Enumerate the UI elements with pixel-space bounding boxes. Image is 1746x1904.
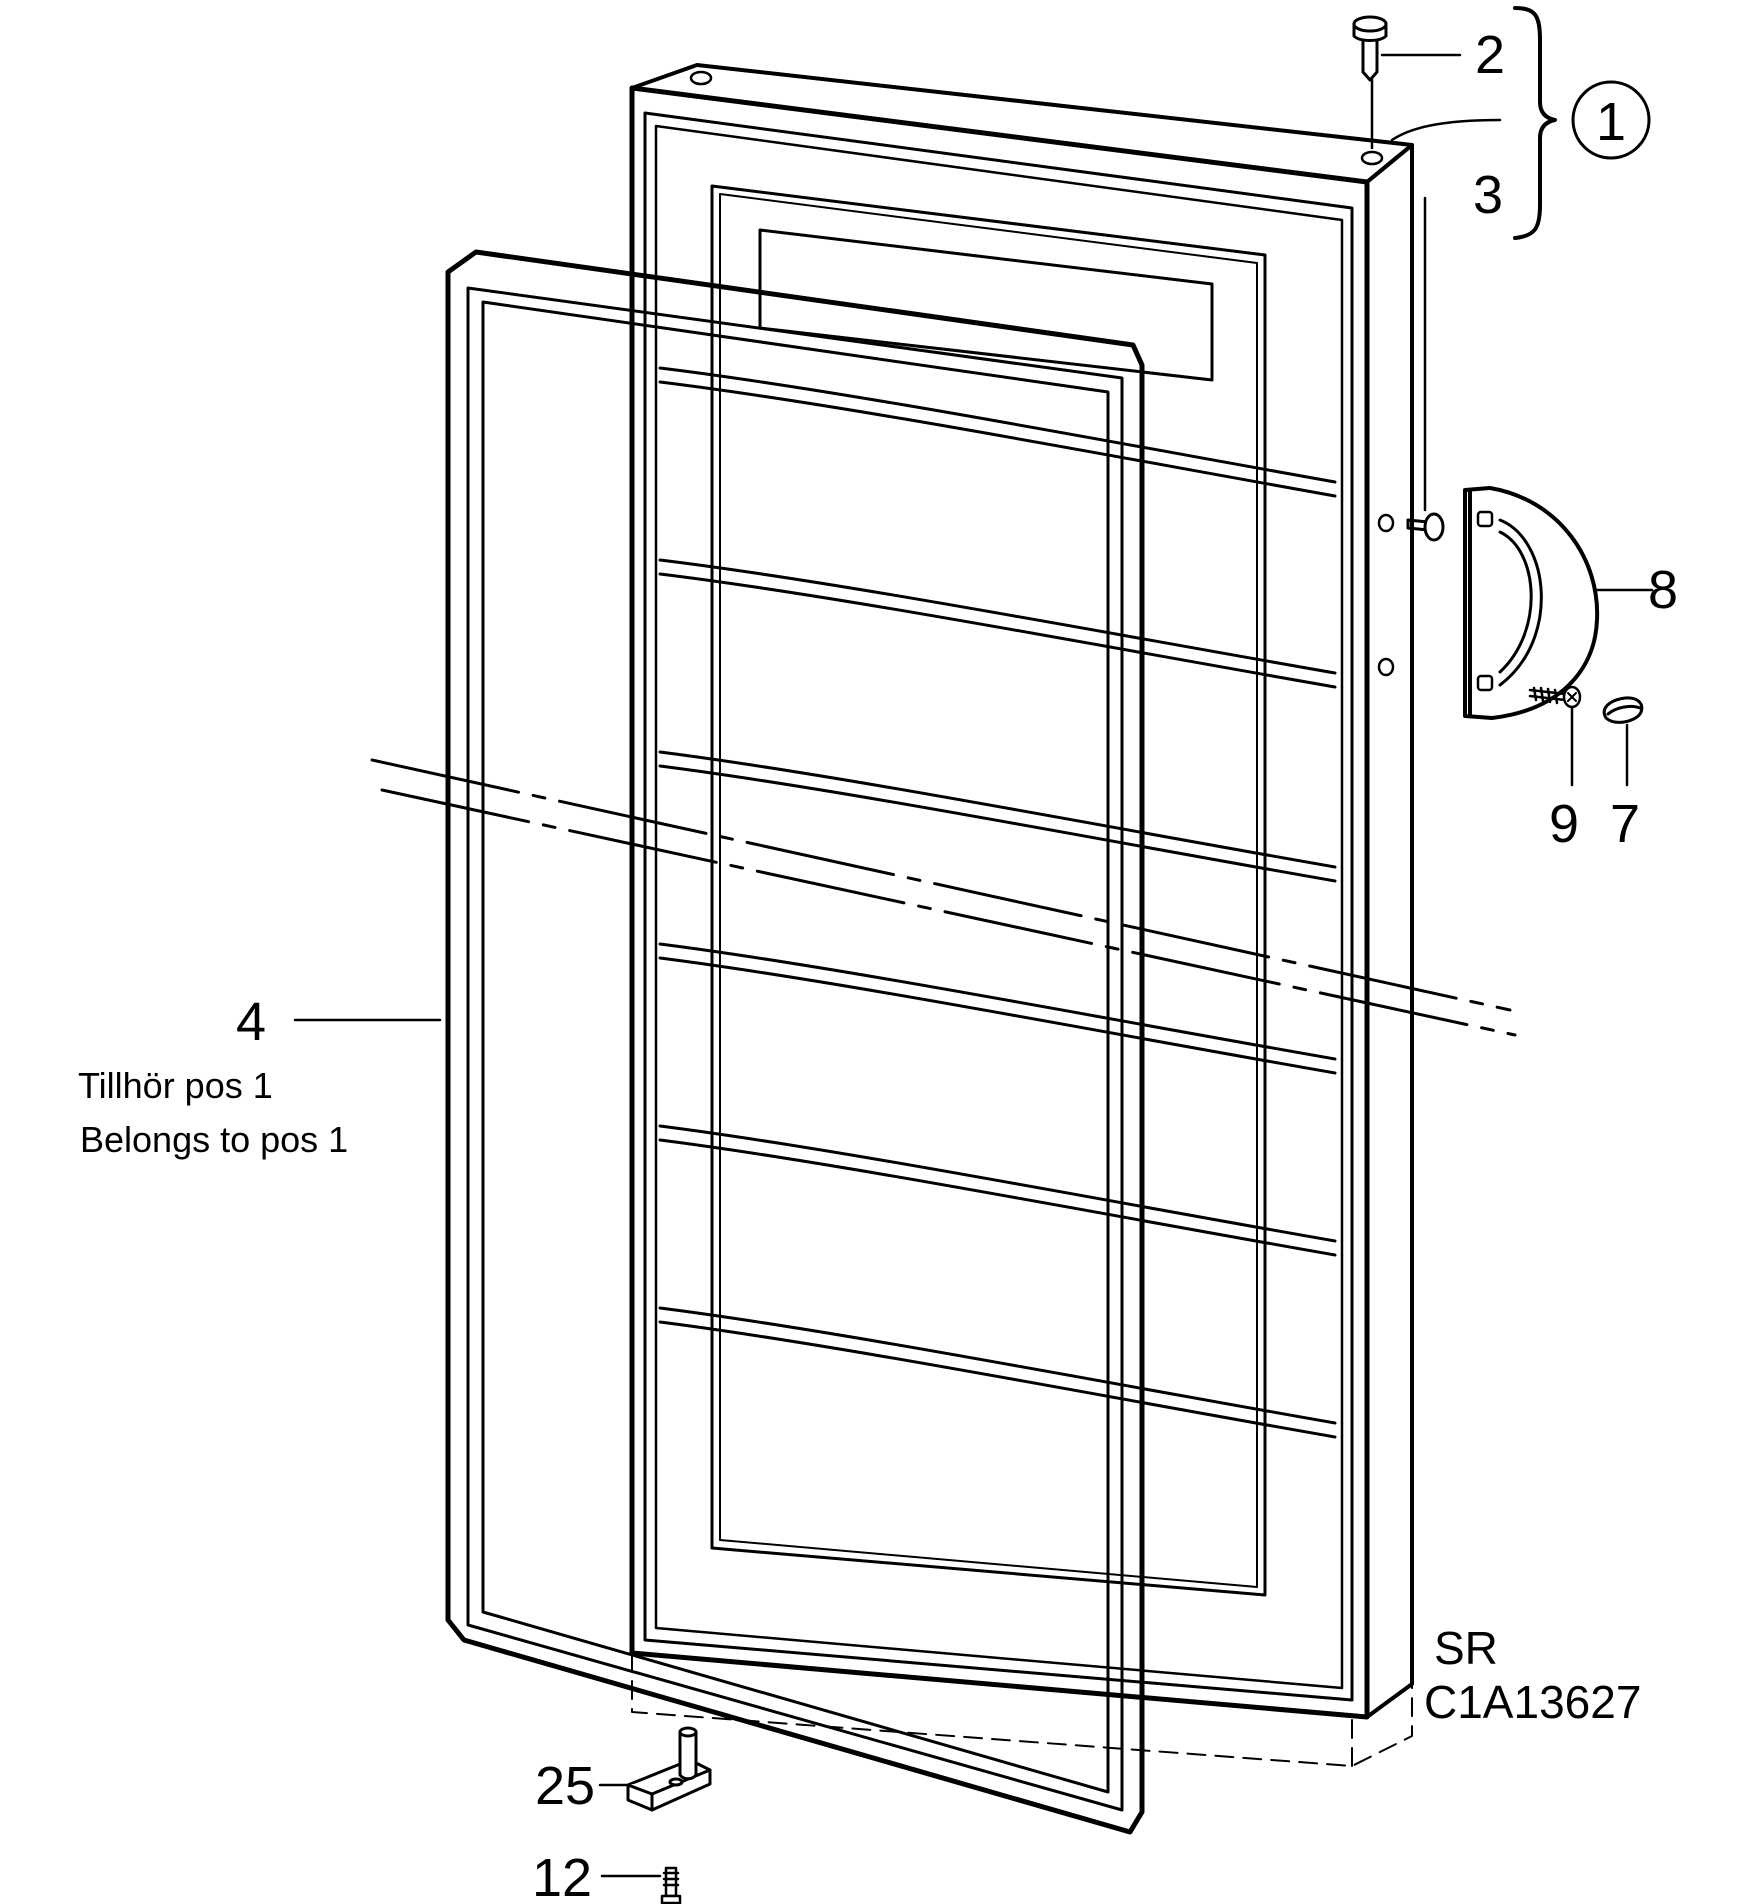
door-handle-part-8 xyxy=(1463,486,1600,720)
cap-part-7 xyxy=(1602,696,1644,724)
group-brace xyxy=(1513,6,1557,240)
label-part-1: 1 xyxy=(1596,92,1626,152)
label-part-7: 7 xyxy=(1610,794,1640,854)
note-swedish: Tillhör pos 1 xyxy=(78,1065,273,1106)
label-part-4: 4 xyxy=(236,992,266,1052)
door-panel xyxy=(629,63,1414,1767)
label-part-25: 25 xyxy=(535,1756,595,1816)
hinge-pin-part-2 xyxy=(1352,15,1388,82)
door-shelf-rails xyxy=(658,366,1337,1439)
door-gasket xyxy=(445,249,1145,1835)
group-circle-part-1 xyxy=(1571,80,1651,160)
hinge-bracket-part-25 xyxy=(626,1726,712,1812)
label-part-9: 9 xyxy=(1549,794,1579,854)
pin-part-3 xyxy=(1406,512,1445,542)
label-part-2: 2 xyxy=(1475,25,1505,85)
drawing-code-number: C1A13627 xyxy=(1424,1676,1641,1728)
leader-lines xyxy=(293,53,1654,1878)
screw-part-12 xyxy=(660,1866,682,1904)
label-part-3: 3 xyxy=(1473,165,1503,225)
drawing-code-sr: SR xyxy=(1434,1622,1498,1674)
note-english: Belongs to pos 1 xyxy=(80,1119,348,1160)
break-lines xyxy=(370,758,1517,1037)
label-part-8: 8 xyxy=(1648,560,1678,620)
label-part-12: 12 xyxy=(532,1848,592,1904)
